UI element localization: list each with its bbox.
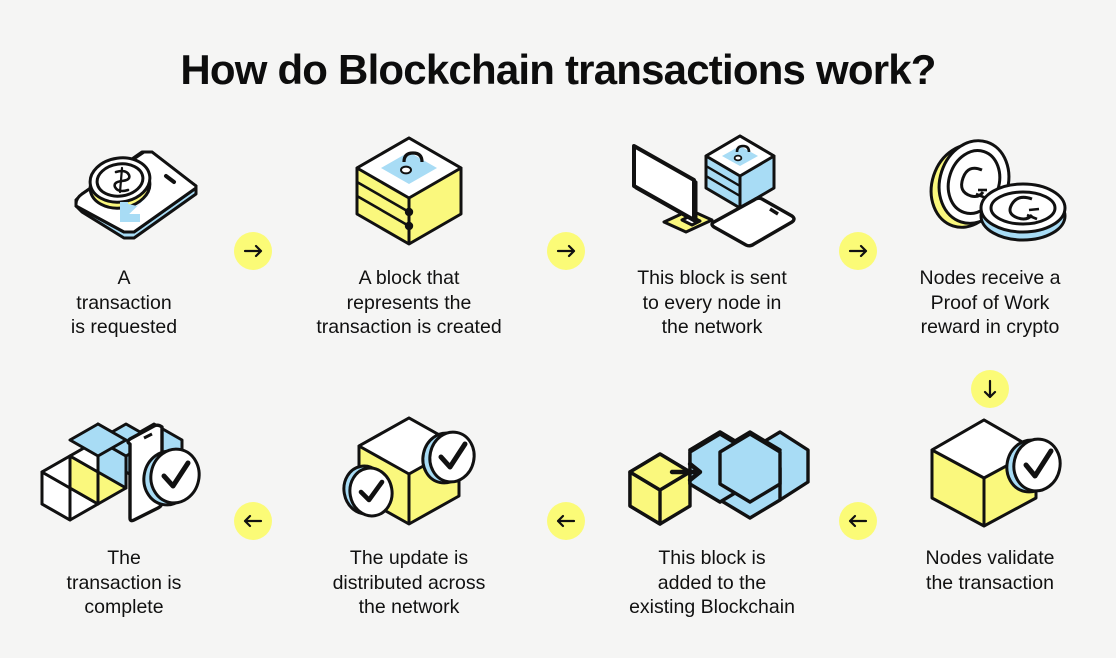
block-joining-chain-icon — [612, 410, 812, 530]
arrow-right-icon-1 — [234, 232, 272, 270]
arrow-down-icon — [971, 370, 1009, 408]
arrow-right-icon-2 — [547, 232, 585, 270]
yellow-block-with-lock-icon — [309, 130, 509, 250]
two-crypto-coins-icon — [890, 130, 1090, 250]
arrow-left-icon-3 — [839, 502, 877, 540]
page-title: How do Blockchain transactions work? — [180, 46, 936, 93]
arrow-left-icon-2 — [547, 502, 585, 540]
phone-with-coin-icon — [24, 130, 224, 250]
arrow-left-icon-1 — [234, 502, 272, 540]
monitor-block-phone-icon — [612, 130, 812, 250]
block-with-check-icon — [890, 410, 1090, 530]
chain-phone-check-icon — [24, 410, 224, 530]
block-with-two-checks-icon — [309, 410, 509, 530]
arrow-right-icon-3 — [839, 232, 877, 270]
